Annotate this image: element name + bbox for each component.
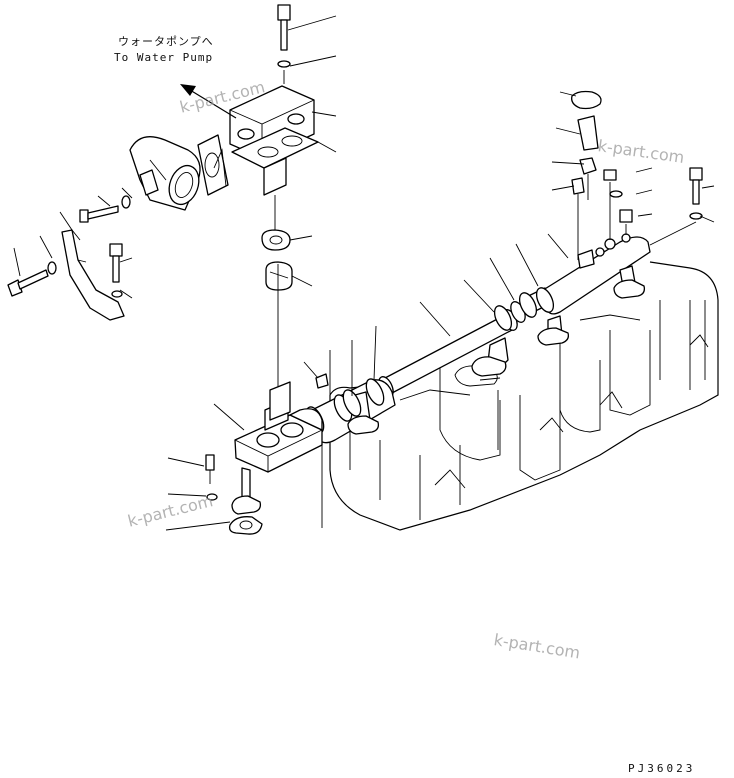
callout-leader-lines	[13, 15, 715, 531]
sensor-and-fittings	[571, 90, 703, 269]
housing-bolts	[277, 4, 291, 84]
mounting-bracket	[7, 229, 125, 321]
thermostat-housing	[229, 85, 319, 421]
engine-block	[329, 261, 719, 531]
elbow-bolts	[79, 195, 131, 223]
destination-label-english: To Water Pump	[114, 51, 214, 64]
hose-couplings	[333, 292, 538, 422]
drawing-number: PJ36023	[628, 762, 696, 775]
water-elbow	[129, 134, 229, 211]
destination-label-japanese: ウォータポンプへ	[118, 35, 214, 48]
front-water-outlet	[205, 373, 329, 535]
to-water-pump-arrow	[180, 84, 237, 119]
